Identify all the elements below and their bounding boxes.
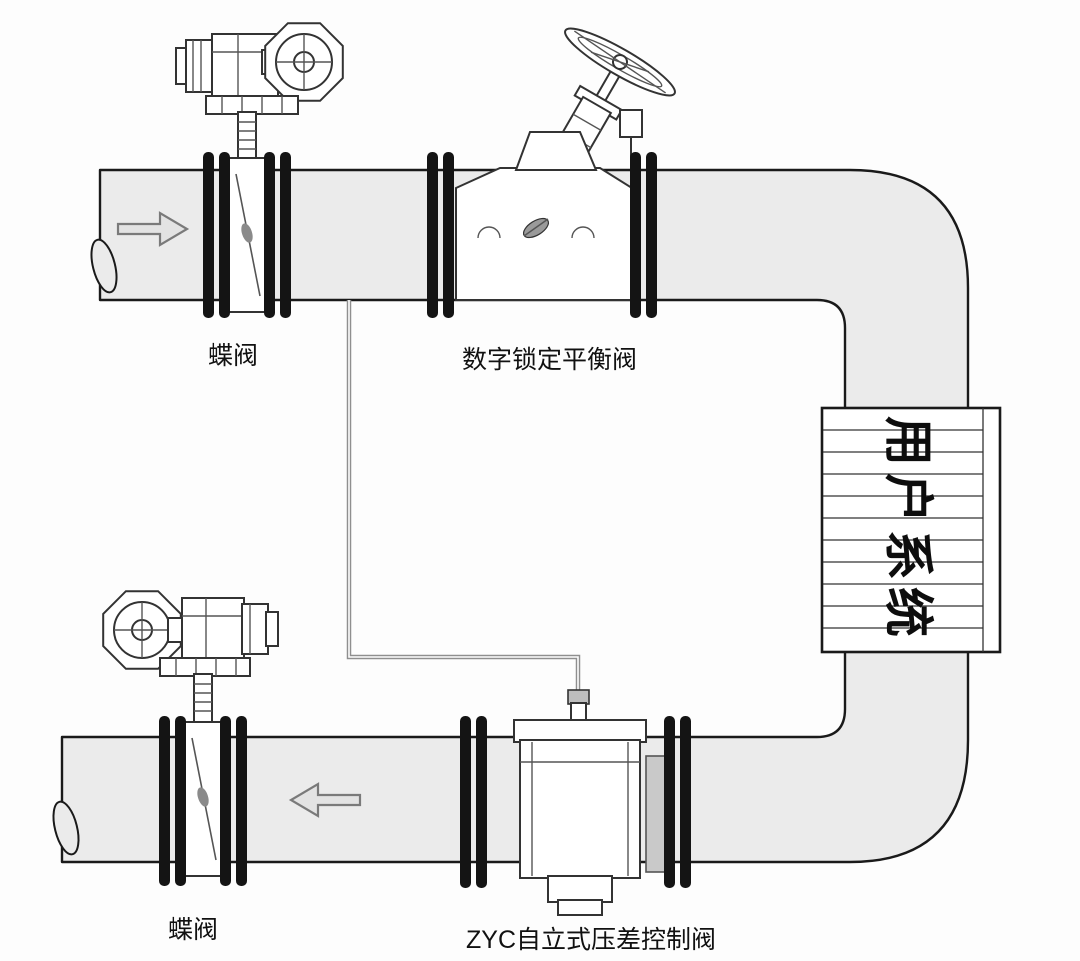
- body-arch-left: [477, 226, 501, 239]
- flange-bar: [220, 716, 231, 886]
- actuator-motor-cap: [265, 611, 279, 647]
- flange-bar: [476, 716, 487, 888]
- captions: 蝶阀 数字锁定平衡阀 蝶阀 ZYC自立式压差控制阀: [168, 342, 716, 954]
- pipe-circuit: [52, 168, 970, 864]
- balance-valve-handwheel: [564, 27, 676, 97]
- zyc-body: [519, 739, 641, 879]
- butterfly-valve-top: [175, 22, 344, 318]
- zyc-gusset: [645, 755, 667, 873]
- user-system-frame: [820, 406, 1002, 654]
- flow-arrow-supply: [116, 211, 190, 247]
- valve-disc-hub: [241, 223, 253, 243]
- valve-stem: [193, 673, 213, 723]
- flange-bar: [264, 152, 275, 318]
- zyc-top-cap: [513, 719, 647, 743]
- flange-bar: [443, 152, 454, 318]
- valve-neck: [514, 131, 598, 171]
- flange-bar: [460, 716, 471, 888]
- pipe-break-top: [90, 238, 118, 294]
- label-zyc-valve: ZYC自立式压差控制阀: [466, 926, 716, 954]
- balance-valve: [427, 27, 676, 318]
- valve-body: [455, 167, 633, 301]
- flange-bar: [646, 152, 657, 318]
- zyc-bottom-flange: [547, 875, 613, 903]
- lock-indicator: [619, 109, 643, 170]
- body-arch-right: [571, 226, 595, 239]
- actuator-motor: [185, 39, 215, 93]
- actuator-motor: [241, 603, 269, 655]
- butterfly-valve-bottom-actuator: [102, 590, 279, 723]
- valve-stem: [237, 111, 257, 161]
- actuator-gearbox: [181, 597, 245, 661]
- pipe-break-bottom: [52, 800, 80, 856]
- label-butterfly-valve-bottom: 蝶阀: [168, 916, 218, 944]
- zyc-drain: [557, 899, 603, 916]
- flange-bar: [219, 152, 230, 318]
- flange-bar: [203, 152, 214, 318]
- user-system-box: 用户系统: [820, 406, 1002, 654]
- flow-arrow-return: [288, 782, 362, 818]
- flange-bar: [630, 152, 641, 318]
- user-system-label: 用户系统: [880, 416, 936, 644]
- arrow-left-icon: [288, 782, 362, 818]
- flange-bar: [280, 152, 291, 318]
- impulse-connector: [567, 689, 590, 705]
- label-butterfly-valve-top: 蝶阀: [208, 342, 258, 370]
- user-system-fins: [823, 408, 984, 652]
- valve-disc-hub: [197, 787, 209, 807]
- flange-bar: [159, 716, 170, 886]
- butterfly-valve-bottom: [102, 590, 279, 886]
- impulse-line: [346, 300, 590, 724]
- impulse-line-inner: [348, 300, 579, 692]
- pipe-body: [60, 168, 970, 864]
- zyc-valve: [460, 716, 691, 916]
- flange-bar: [664, 716, 675, 888]
- label-balance-valve: 数字锁定平衡阀: [462, 346, 637, 374]
- flange-bar: [680, 716, 691, 888]
- flange-bar: [427, 152, 438, 318]
- arrow-right-icon: [116, 211, 190, 247]
- butterfly-valve-top-actuator: [175, 22, 344, 161]
- flange-bar: [175, 716, 186, 886]
- flange-bar: [236, 716, 247, 886]
